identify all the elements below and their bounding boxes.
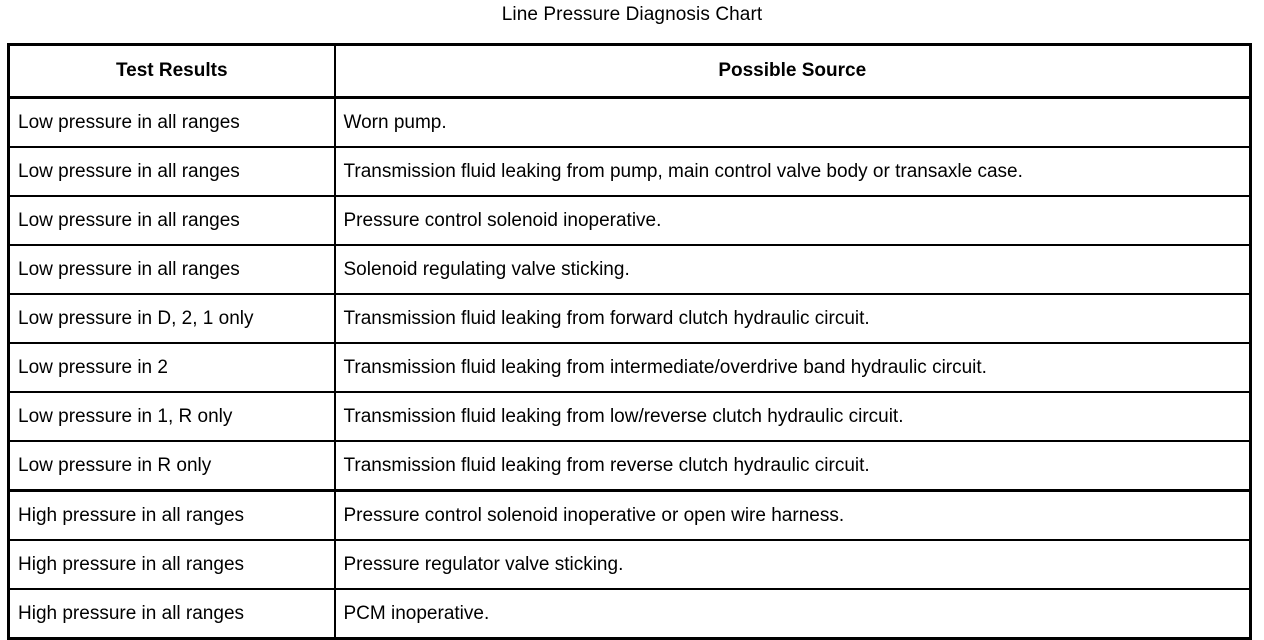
cell-test-results: Low pressure in D, 2, 1 only: [8, 294, 336, 344]
table-header: Test Results Possible Source: [8, 44, 1251, 99]
cell-possible-source: Pressure control solenoid inoperative.: [334, 196, 1251, 246]
diagnosis-table-container: Test Results Possible Source Low pressur…: [7, 43, 1252, 640]
diagnosis-chart-page: Line Pressure Diagnosis Chart Test Resul…: [7, 4, 1252, 640]
cell-possible-source: Pressure regulator valve sticking.: [334, 540, 1251, 590]
cell-possible-source: Transmission fluid leaking from intermed…: [334, 343, 1251, 393]
table-row: High pressure in all ranges PCM inoperati…: [8, 589, 1251, 639]
column-header-possible-source: Possible Source: [334, 44, 1251, 99]
cell-test-results: Low pressure in 1, R only: [8, 392, 336, 442]
cell-possible-source: Transmission fluid leaking from low/reve…: [334, 392, 1251, 442]
cell-test-results: Low pressure in R only: [8, 441, 336, 492]
cell-possible-source: Solenoid regulating valve sticking.: [334, 245, 1251, 295]
page-title: Line Pressure Diagnosis Chart: [501, 4, 763, 25]
cell-test-results: High pressure in all ranges: [8, 540, 336, 590]
cell-possible-source: Transmission fluid leaking from forward …: [334, 294, 1251, 344]
cell-test-results: High pressure in all ranges: [8, 490, 336, 541]
cell-test-results: Low pressure in 2: [8, 343, 336, 393]
cell-test-results: High pressure in all ranges: [8, 589, 336, 639]
cell-possible-source: Transmission fluid leaking from reverse …: [334, 441, 1251, 492]
cell-test-results: Low pressure in all ranges: [8, 245, 336, 295]
table-header-row: Test Results Possible Source: [8, 44, 1251, 99]
column-header-test-results: Test Results: [8, 44, 336, 99]
cell-test-results: Low pressure in all ranges: [8, 196, 336, 246]
cell-test-results: Low pressure in all ranges: [8, 97, 336, 148]
line-pressure-diagnosis-table: Test Results Possible Source Low pressur…: [7, 43, 1252, 640]
cell-possible-source: Pressure control solenoid inoperative or…: [334, 490, 1251, 541]
cell-possible-source: PCM inoperative.: [343, 602, 490, 624]
cell-test-results: Low pressure in all ranges: [8, 147, 336, 197]
cell-possible-source: Transmission fluid leaking from pump, ma…: [334, 147, 1251, 197]
cell-possible-source: Worn pump.: [334, 97, 1251, 148]
